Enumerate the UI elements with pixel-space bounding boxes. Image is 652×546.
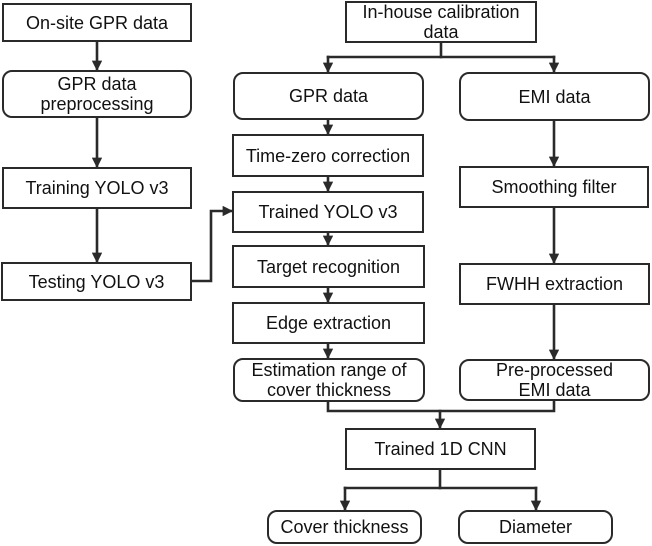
node-fwhh-extraction: FWHH extraction — [459, 263, 650, 305]
node-inhouse-calibration-data: In-house calibration data — [345, 1, 537, 43]
node-trained-1d-cnn: Trained 1D CNN — [345, 428, 536, 470]
node-preprocessed-emi-data: Pre-processed EMI data — [459, 359, 650, 401]
node-trained-yolo-v3: Trained YOLO v3 — [232, 191, 424, 233]
node-cover-thickness: Cover thickness — [267, 510, 422, 544]
node-onsite-gpr-data: On-site GPR data — [2, 3, 192, 42]
node-diameter: Diameter — [458, 510, 613, 544]
connector-testing-to-trained-yolo — [190, 205, 234, 283]
node-estimation-range-cover-thickness: Estimation range of cover thickness — [233, 358, 425, 402]
node-emi-data: EMI data — [459, 72, 650, 121]
node-training-yolo-v3: Training YOLO v3 — [2, 167, 192, 209]
connector-merge-bar — [326, 399, 556, 413]
node-testing-yolo-v3: Testing YOLO v3 — [1, 262, 192, 301]
node-time-zero-correction: Time-zero correction — [232, 134, 424, 177]
node-gpr-data-preprocessing: GPR data preprocessing — [2, 70, 192, 118]
node-gpr-data: GPR data — [233, 72, 424, 120]
node-target-recognition: Target recognition — [232, 245, 425, 288]
node-smoothing-filter: Smoothing filter — [459, 166, 649, 208]
node-edge-extraction: Edge extraction — [232, 302, 425, 344]
